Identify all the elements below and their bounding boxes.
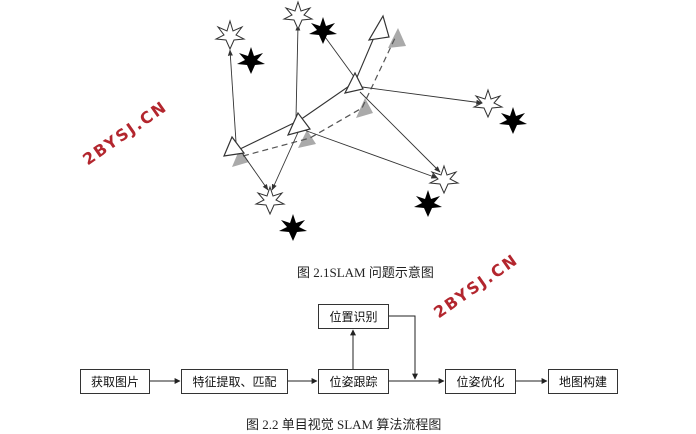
pose-4 — [223, 135, 246, 157]
true-pose-1 — [388, 28, 406, 48]
solid-trajectory — [237, 27, 379, 151]
obs-line — [361, 86, 483, 105]
node-pose-tracking: 位姿跟踪 — [318, 369, 389, 394]
dashed-trajectory — [242, 37, 396, 157]
obs-line — [359, 91, 441, 173]
node-place-recognition: 位置识别 — [318, 304, 389, 329]
true-pose-2 — [356, 98, 373, 118]
figure1-caption: 图 2.1SLAM 问题示意图 — [297, 265, 434, 280]
obs-line — [227, 49, 237, 143]
true-landmark — [237, 47, 265, 74]
node-acquire-image: 获取图片 — [80, 369, 150, 394]
obs-line — [319, 29, 356, 79]
estimated-landmark — [214, 19, 246, 51]
true-landmark — [309, 17, 337, 44]
obs-line — [239, 149, 269, 191]
obs-line — [295, 24, 301, 119]
true-landmark — [279, 214, 307, 241]
node-feature-extraction: 特征提取、匹配 — [181, 369, 288, 394]
node-map-building: 地图构建 — [548, 369, 618, 394]
true-landmark — [499, 107, 527, 134]
true-landmark — [414, 190, 442, 217]
true-pose-3 — [298, 130, 316, 148]
estimated-landmark — [254, 185, 286, 216]
estimated-landmark — [282, 0, 314, 31]
arrow-loop-optimize — [389, 315, 418, 380]
slam-problem-diagram — [214, 0, 527, 241]
figure2-caption: 图 2.2 单目视觉 SLAM 算法流程图 — [246, 417, 442, 432]
pose-2 — [343, 71, 364, 94]
node-pose-optimization: 位姿优化 — [445, 369, 516, 394]
obs-line — [303, 129, 438, 179]
true-pose-4 — [232, 148, 249, 167]
estimated-landmark — [428, 164, 460, 195]
pose-3 — [286, 111, 312, 136]
obs-line — [271, 127, 301, 191]
estimated-landmark — [472, 88, 504, 119]
pose-1 — [367, 14, 390, 41]
